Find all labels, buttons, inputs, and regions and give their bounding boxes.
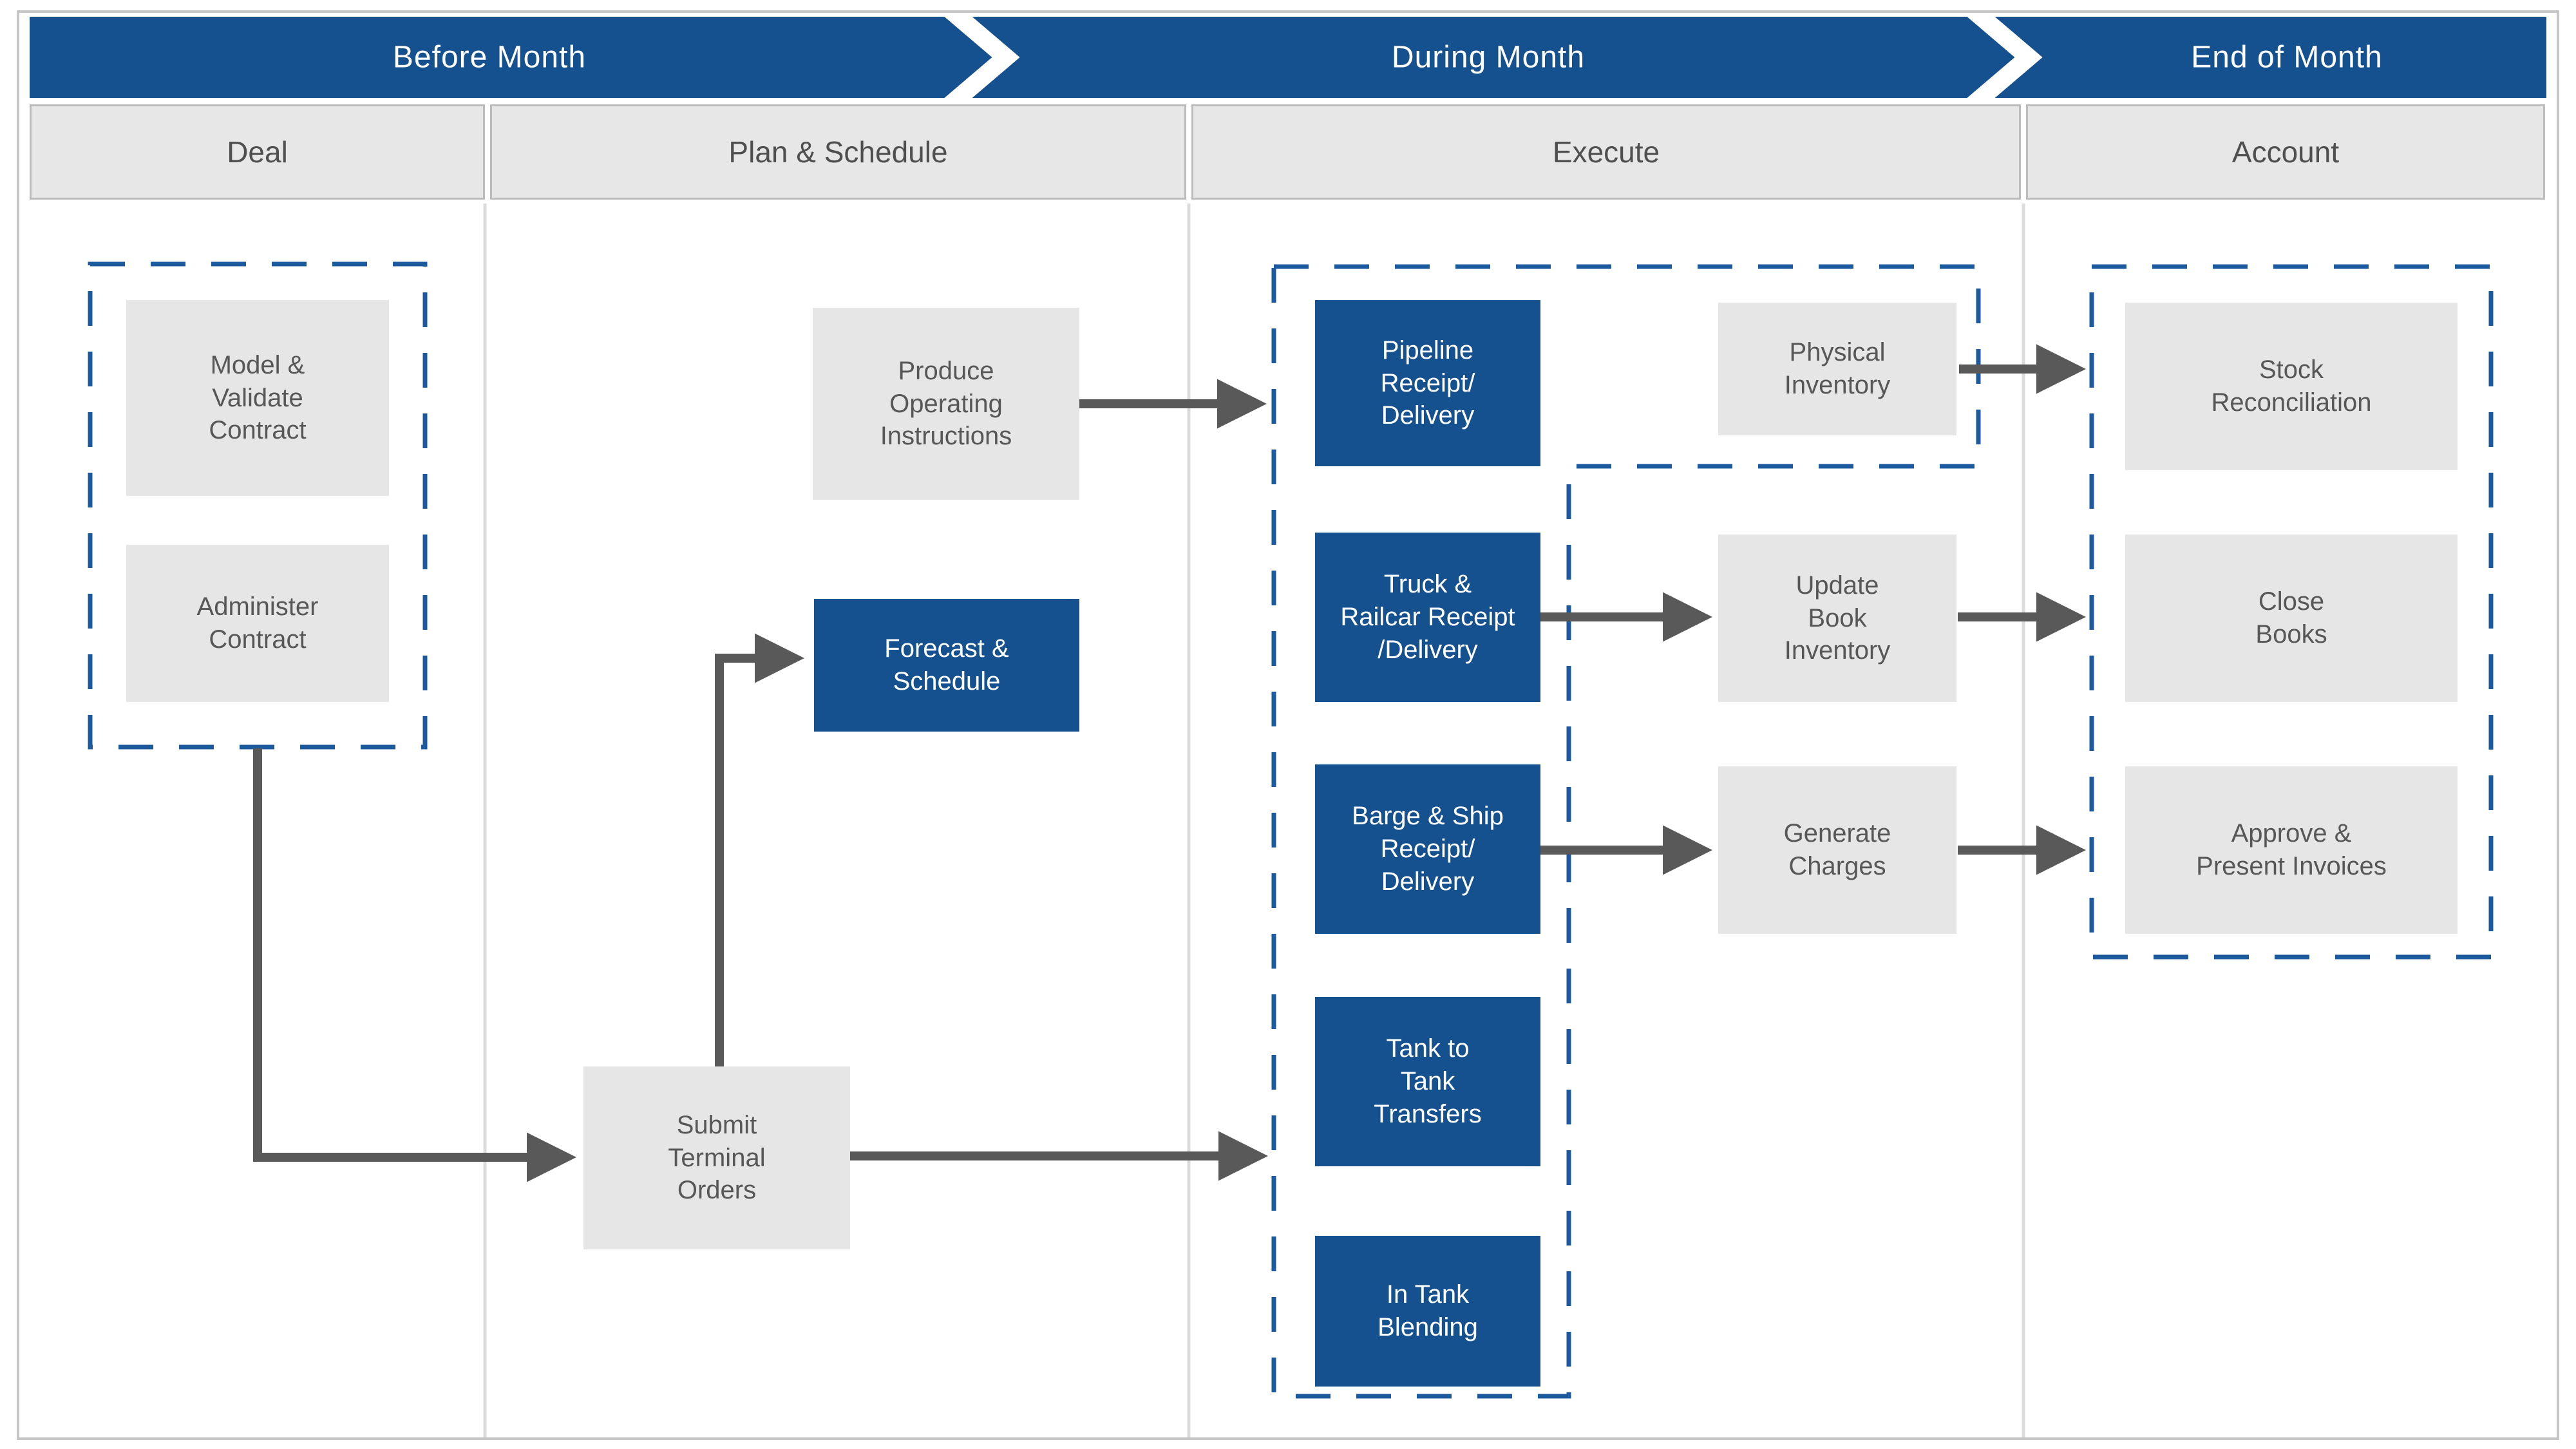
- chevron-right-icon: [1967, 17, 2043, 98]
- box-in-tank-blending: In Tank Blending: [1315, 1236, 1540, 1387]
- phase-banner: Before Month During Month End of Month: [30, 17, 2546, 98]
- box-produce-operating-instructions: Produce Operating Instructions: [813, 308, 1079, 500]
- chevron-separators: [944, 17, 2043, 98]
- phase-before-month: Before Month: [392, 40, 587, 75]
- box-close-books: Close Books: [2125, 535, 2458, 702]
- column-header-account: Account: [2026, 104, 2545, 200]
- box-pipeline-receipt-delivery: Pipeline Receipt/ Delivery: [1315, 300, 1540, 466]
- box-stock-reconciliation: Stock Reconciliation: [2125, 303, 2458, 470]
- deal-group-dashed-border: [88, 261, 428, 750]
- box-truck-railcar-receipt-delivery: Truck & Railcar Receipt /Delivery: [1315, 533, 1540, 702]
- box-physical-inventory: Physical Inventory: [1718, 303, 1956, 435]
- box-administer-contract: Administer Contract: [126, 545, 389, 702]
- column-header-plan-schedule: Plan & Schedule: [490, 104, 1186, 200]
- connector-submit-to-forecast: [715, 633, 804, 1066]
- box-generate-charges: Generate Charges: [1718, 766, 1956, 934]
- chevron-right-icon: [944, 17, 1020, 98]
- box-update-book-inventory: Update Book Inventory: [1718, 535, 1956, 702]
- outer-frame: [17, 10, 2559, 1440]
- box-submit-terminal-orders: Submit Terminal Orders: [583, 1066, 850, 1249]
- box-approve-present-invoices: Approve & Present Invoices: [2125, 766, 2458, 934]
- box-model-validate-contract: Model & Validate Contract: [126, 300, 389, 496]
- phase-during-month: During Month: [1391, 40, 1586, 75]
- box-forecast-schedule: Forecast & Schedule: [814, 599, 1079, 732]
- box-barge-ship-receipt-delivery: Barge & Ship Receipt/ Delivery: [1315, 764, 1540, 934]
- column-header-execute: Execute: [1191, 104, 2021, 200]
- box-tank-to-tank-transfers: Tank to Tank Transfers: [1315, 997, 1540, 1166]
- phase-end-of-month: End of Month: [2191, 40, 2383, 75]
- connector-deal-to-submit-orders: [253, 748, 576, 1182]
- account-group-dashed-border: [2089, 264, 2494, 960]
- column-header-deal: Deal: [30, 104, 485, 200]
